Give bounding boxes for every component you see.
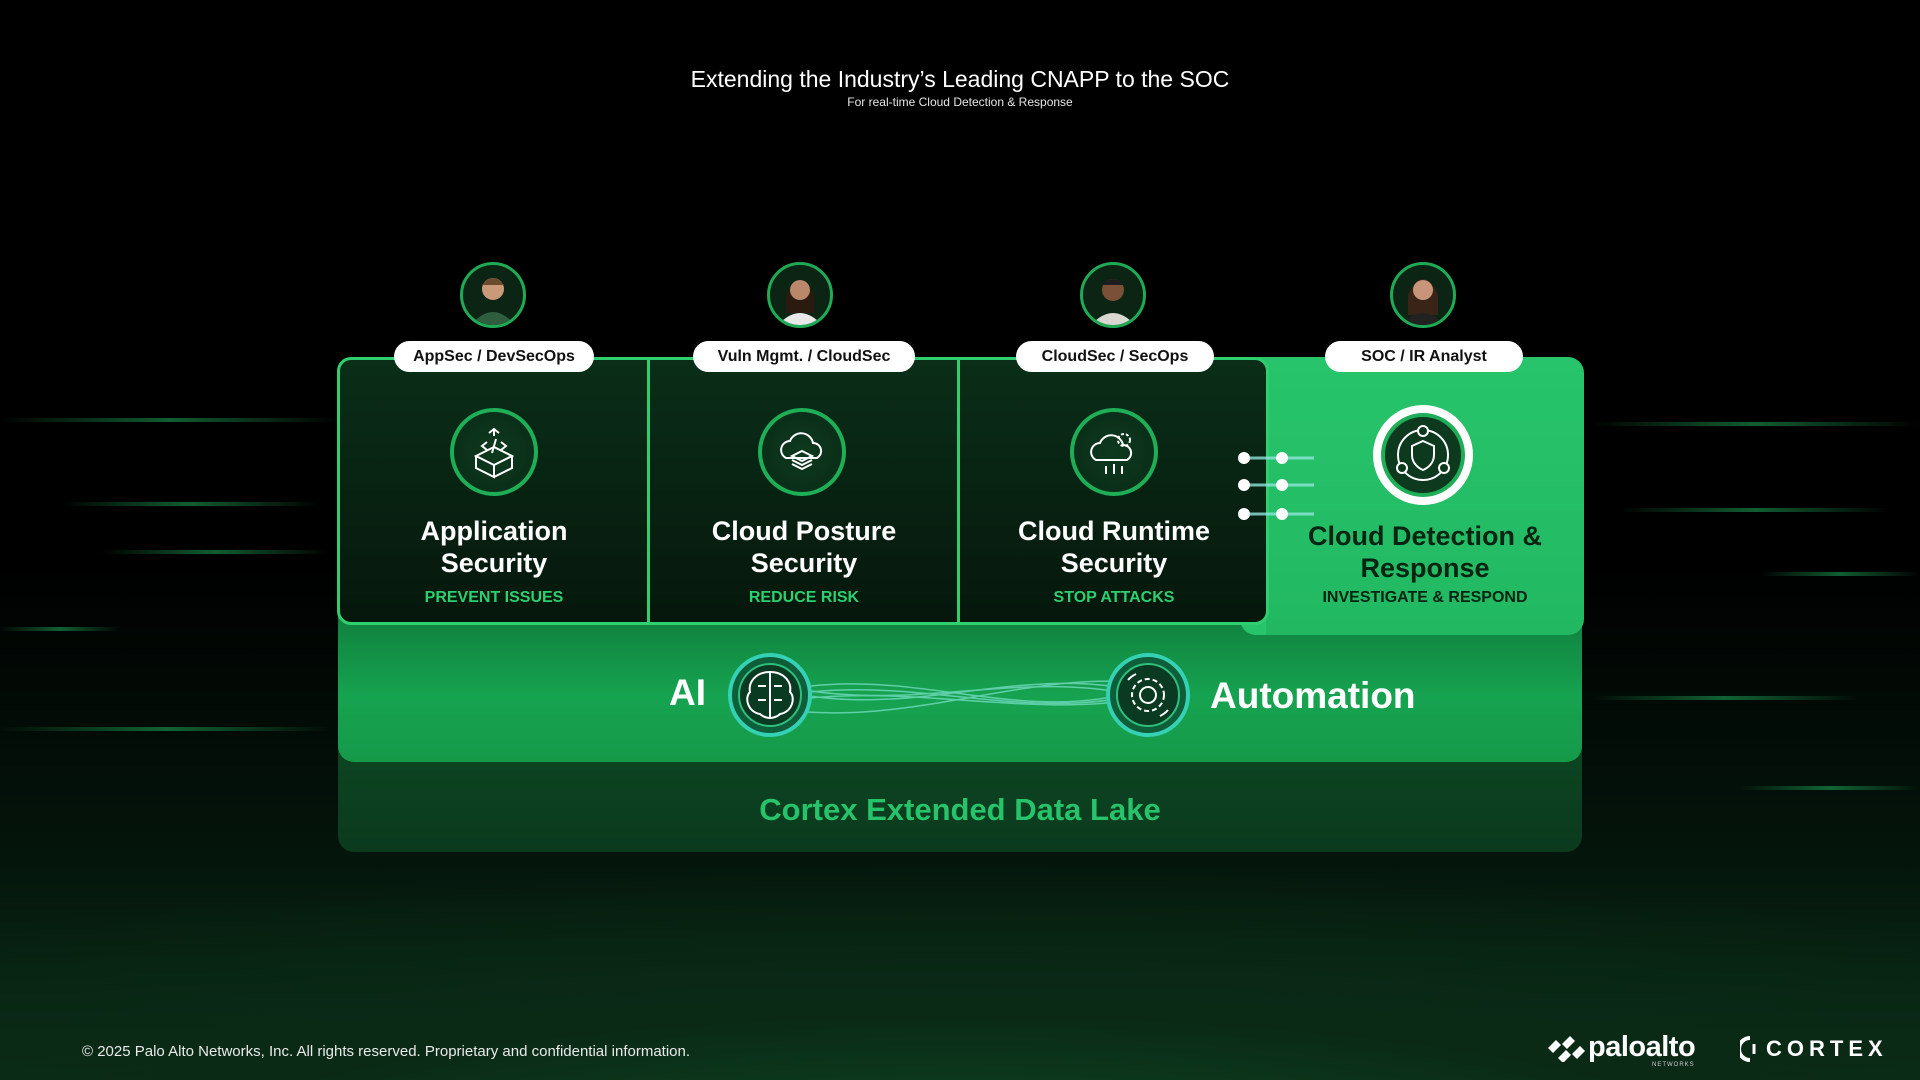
paloalto-logo-text: paloalto: [1588, 1031, 1696, 1063]
cortex-logo-icon: [1740, 1036, 1756, 1062]
ai-automation-band: AI Automation: [338, 600, 1582, 762]
background-streak: [1740, 786, 1920, 790]
automation-label: Automation: [1210, 675, 1416, 716]
cloud-layers-icon: [758, 408, 846, 496]
copyright-text: © 2025 Palo Alto Networks, Inc. All righ…: [82, 1043, 691, 1060]
column-title-line2: Security: [750, 548, 858, 578]
background-streak: [1590, 422, 1920, 426]
column-tag: STOP ATTACKS: [1053, 589, 1175, 606]
avatar-secops: [1080, 262, 1146, 328]
cloud-gear-icon: [1070, 408, 1158, 496]
column-divider: [957, 360, 960, 622]
column-divider: [647, 360, 650, 622]
column-tag: REDUCE RISK: [748, 589, 860, 606]
column-tag: PREVENT ISSUES: [424, 589, 564, 606]
cortex-logo-text: CORTEX: [1766, 1036, 1888, 1061]
background-streak: [0, 727, 330, 731]
column-title-line2: Response: [1360, 553, 1490, 583]
ai-automation-connector: [728, 653, 1190, 737]
avatar-soc-analyst: [1390, 262, 1456, 328]
background-streak: [1620, 508, 1890, 512]
column-title-line1: Application: [420, 516, 568, 546]
background-streak: [0, 418, 340, 422]
background-streak: [60, 502, 320, 506]
page-title: Extending the Industry’s Leading CNAPP t…: [690, 66, 1230, 92]
brain-chip-icon: [728, 653, 812, 737]
shield-network-icon: [1373, 405, 1473, 505]
automation-gear-icon: [1106, 653, 1190, 737]
background-streak: [1590, 696, 1860, 700]
column-title-line2: Security: [1060, 548, 1168, 578]
avatar-vuln-mgmt: [767, 262, 833, 328]
data-lake-label: Cortex Extended Data Lake: [759, 792, 1161, 827]
role-pill-soc: SOC / IR Analyst: [1325, 341, 1523, 372]
background-streak: [100, 550, 330, 554]
ai-label: AI: [669, 672, 706, 713]
background-streak: [1760, 572, 1920, 576]
role-pill-cloudsec: CloudSec / SecOps: [1016, 341, 1214, 372]
avatar-appsec: [460, 262, 526, 328]
paloalto-logo-icon: [1548, 1036, 1585, 1062]
background-streak: [0, 627, 120, 631]
column-title-line1: Cloud Runtime: [1018, 516, 1210, 546]
code-box-icon: [450, 408, 538, 496]
flow-connector-icon: [1238, 452, 1314, 520]
column-title-line1: Cloud Detection &: [1308, 521, 1542, 551]
role-pill-appsec: AppSec / DevSecOps: [394, 341, 594, 372]
role-pill-vuln-mgmt: Vuln Mgmt. / CloudSec: [693, 341, 915, 372]
paloalto-logo-subtext: NETWORKS: [1652, 1062, 1695, 1068]
column-tag: INVESTIGATE & RESPOND: [1322, 589, 1528, 606]
page-subtitle: For real-time Cloud Detection & Response: [847, 95, 1073, 109]
column-title-line1: Cloud Posture: [711, 516, 897, 546]
column-title-line2: Security: [440, 548, 548, 578]
